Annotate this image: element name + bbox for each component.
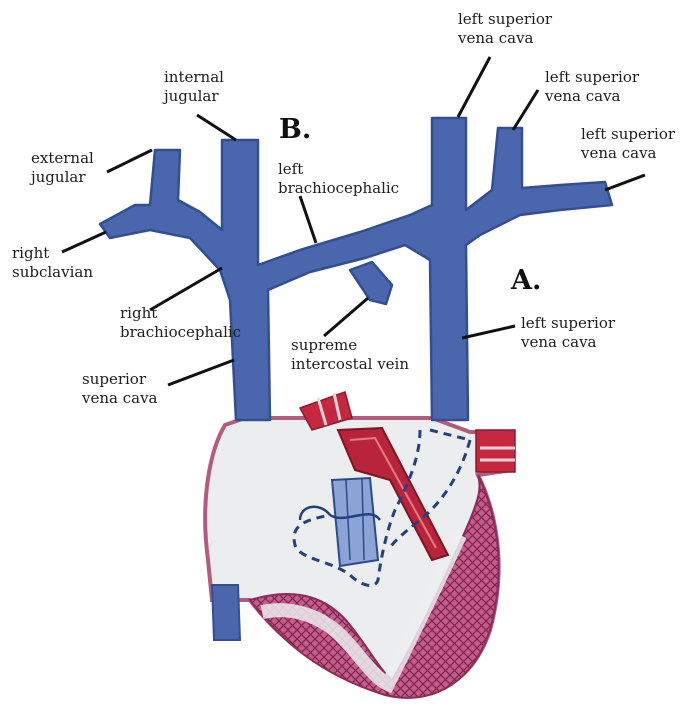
label-line: internal	[164, 68, 224, 87]
label-line: intercostal vein	[291, 355, 409, 374]
label-supreme-intercostal: supreme intercostal vein	[291, 336, 409, 374]
label-line: brachiocephalic	[278, 179, 399, 198]
label-line: subclavian	[12, 263, 93, 282]
label-line: left superior	[458, 10, 552, 29]
label-lsvc-mid: left superior vena cava	[545, 68, 639, 106]
label-line: external	[31, 149, 94, 168]
heart	[205, 392, 515, 698]
label-line: vena cava	[82, 389, 157, 408]
label-left-brachiocephalic: left brachiocephalic	[278, 160, 399, 198]
label-line: left	[278, 160, 399, 179]
label-line: vena cava	[521, 333, 615, 352]
label-external-jugular: external jugular	[31, 149, 94, 187]
label-line: supreme	[291, 336, 409, 355]
label-line: left superior	[545, 68, 639, 87]
label-line: jugular	[164, 87, 224, 106]
label-line: vena cava	[581, 144, 675, 163]
label-superior-vena-cava: superior vena cava	[82, 370, 157, 408]
label-line: jugular	[31, 168, 94, 187]
panel-label-b: B.	[279, 114, 311, 145]
label-line: right	[12, 244, 93, 263]
label-line: vena cava	[545, 87, 639, 106]
label-lsvc-a: left superior vena cava	[521, 314, 615, 352]
label-line: left superior	[581, 125, 675, 144]
label-line: vena cava	[458, 29, 552, 48]
label-lsvc-top: left superior vena cava	[458, 10, 552, 48]
label-right-brachiocephalic: right brachiocephalic	[120, 304, 241, 342]
label-line: right	[120, 304, 241, 323]
label-line: superior	[82, 370, 157, 389]
label-internal-jugular: internal jugular	[164, 68, 224, 106]
label-line: brachiocephalic	[120, 323, 241, 342]
label-line: left superior	[521, 314, 615, 333]
panel-label-a: A.	[511, 265, 541, 296]
label-lsvc-right: left superior vena cava	[581, 125, 675, 163]
label-right-subclavian: right subclavian	[12, 244, 93, 282]
